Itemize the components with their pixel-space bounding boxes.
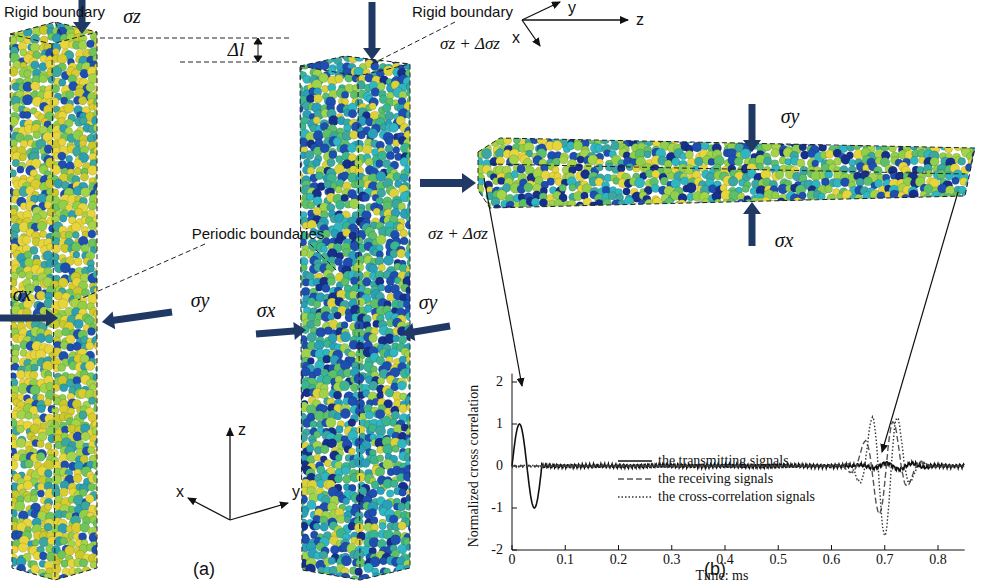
stress-label: σx bbox=[257, 299, 276, 321]
leader-line bbox=[55, 22, 455, 300]
axis-label: x bbox=[512, 29, 520, 47]
panel-label: (a) bbox=[193, 560, 215, 580]
signal-plot bbox=[512, 374, 965, 550]
displacement-label: Δl bbox=[228, 40, 244, 61]
axis-label: y bbox=[568, 0, 576, 17]
tick-label: 0.3 bbox=[663, 552, 681, 567]
tick-label: 0.6 bbox=[823, 552, 841, 567]
pointer-line bbox=[484, 178, 958, 452]
legend-samples bbox=[618, 461, 652, 497]
tick-label: 0.2 bbox=[610, 552, 628, 567]
tick-label: -1 bbox=[491, 500, 503, 515]
legend-text: the receiving signals bbox=[658, 471, 773, 486]
tick-label: 0 bbox=[496, 458, 503, 473]
receiving-curve bbox=[512, 422, 964, 514]
cross-correlation-curve bbox=[512, 417, 964, 536]
coordinate-axes bbox=[188, 2, 628, 520]
particle-column bbox=[1, 11, 107, 584]
load-arrow bbox=[0, 0, 761, 341]
stress-label: σz + Δσz bbox=[440, 35, 500, 54]
stress-label: σx bbox=[775, 229, 794, 251]
tick-label: 0.7 bbox=[876, 552, 894, 567]
axis-label: x bbox=[176, 483, 184, 501]
stress-label: σy bbox=[419, 291, 438, 313]
dimension-arrow bbox=[254, 38, 262, 62]
legend-text: the transmitting signals bbox=[658, 453, 789, 468]
tick-label: 2 bbox=[496, 374, 503, 389]
axis-label: z bbox=[238, 421, 246, 439]
legend-text: the cross-correlation signals bbox=[658, 489, 815, 504]
tick-label: 0 bbox=[509, 552, 516, 567]
stress-label: σy bbox=[781, 105, 800, 127]
stress-label: σz bbox=[123, 5, 141, 27]
tick-label: 0.8 bbox=[929, 552, 947, 567]
tick-label: 1 bbox=[496, 416, 503, 431]
column-outline bbox=[10, 22, 975, 580]
axis-label: y bbox=[292, 483, 300, 501]
axis-title: Normalized cross correlation bbox=[466, 385, 481, 548]
stress-label: σy bbox=[191, 289, 210, 311]
tick-label: 0.5 bbox=[770, 552, 788, 567]
tick-label: 0.1 bbox=[557, 552, 575, 567]
panel-label: (b) bbox=[704, 560, 726, 580]
boundary-label: Rigid boundary bbox=[412, 4, 513, 21]
particle-column bbox=[291, 45, 418, 585]
tick-label: -2 bbox=[491, 542, 503, 557]
boundary-label: Periodic boundaries bbox=[192, 226, 325, 243]
boundary-label: Rigid boundary bbox=[4, 4, 105, 21]
axis-label: z bbox=[636, 11, 644, 29]
stress-label: σx bbox=[13, 283, 32, 305]
particle-column bbox=[467, 127, 985, 219]
stress-label: σz + Δσz bbox=[428, 225, 488, 244]
